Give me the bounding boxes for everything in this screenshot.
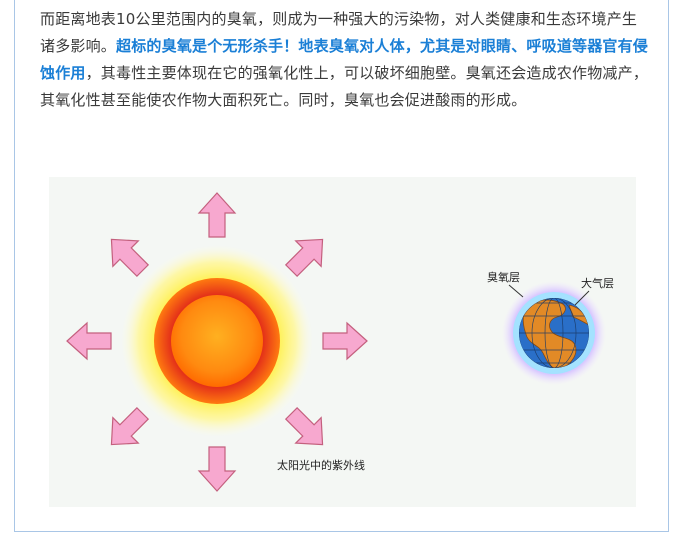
atmosphere-leader xyxy=(574,290,590,306)
paragraph-text-1: 而距离地表10公里范围内的臭氧，则成为一种强大的污染物，对人类健康和生态环境产生… xyxy=(40,10,638,55)
atmosphere-label: 大气层 xyxy=(581,276,614,290)
ozone-label: 臭氧层 xyxy=(487,270,520,284)
illustration-svg: 太阳光中的紫外线 臭氧层 大气层 xyxy=(66,192,614,492)
arrow-down-icon xyxy=(198,446,236,492)
arrow-up-icon xyxy=(198,192,236,238)
arrow-down-right-icon xyxy=(278,400,336,458)
arrow-up-right-icon xyxy=(278,226,336,284)
ozone-leader xyxy=(508,284,524,298)
sun-label: 太阳光中的紫外线 xyxy=(277,458,365,472)
paragraph-highlight: 超标的臭氧是个无形杀手！地表臭氧对人体，尤其是对眼睛、呼吸道等器官有侵蚀作用 xyxy=(40,37,649,82)
arrow-right-icon xyxy=(322,322,368,360)
globe-icon xyxy=(519,298,589,368)
sun-icon xyxy=(171,295,263,387)
paragraph-text-2: ，其毒性主要体现在它的强氧化性上，可以破坏细胞壁。臭氧还会造成农作物减产，其氧化… xyxy=(40,64,649,109)
content-frame xyxy=(14,0,669,532)
arrow-up-left-icon xyxy=(98,226,156,284)
arrow-left-icon xyxy=(66,322,112,360)
ozone-illustration: 太阳光中的紫外线 臭氧层 大气层 xyxy=(49,177,636,507)
arrow-down-left-icon xyxy=(98,400,156,458)
article-paragraph: 而距离地表10公里范围内的臭氧，则成为一种强大的污染物，对人类健康和生态环境产生… xyxy=(40,6,650,114)
